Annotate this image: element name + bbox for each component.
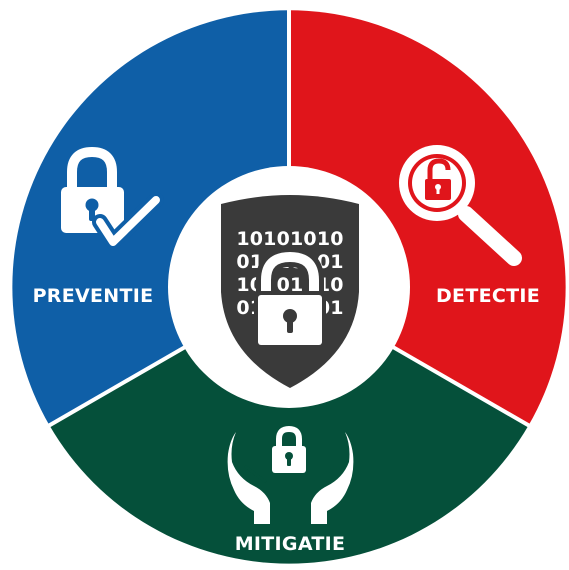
shield-binary-lock-icon: 10101010 01010101 10101010 01010101: [221, 195, 359, 388]
mitigatie-label: MITIGATIE: [235, 533, 346, 555]
padlock-icon: [272, 425, 306, 473]
binary-line-1: 10101010: [236, 228, 343, 250]
lock-icon: [254, 246, 326, 349]
padlock-check-icon: [61, 146, 164, 250]
right-hand-icon: [311, 432, 354, 524]
left-hand-icon: [227, 432, 270, 524]
mitigatie-segment: [49, 287, 529, 564]
detectie-label: DETECTIE: [436, 285, 540, 307]
preventie-label: PREVENTIE: [33, 285, 154, 307]
hands-padlock-icon: [227, 425, 354, 524]
unlock-icon: [425, 158, 451, 200]
magnifier-unlock-icon: [399, 145, 522, 266]
